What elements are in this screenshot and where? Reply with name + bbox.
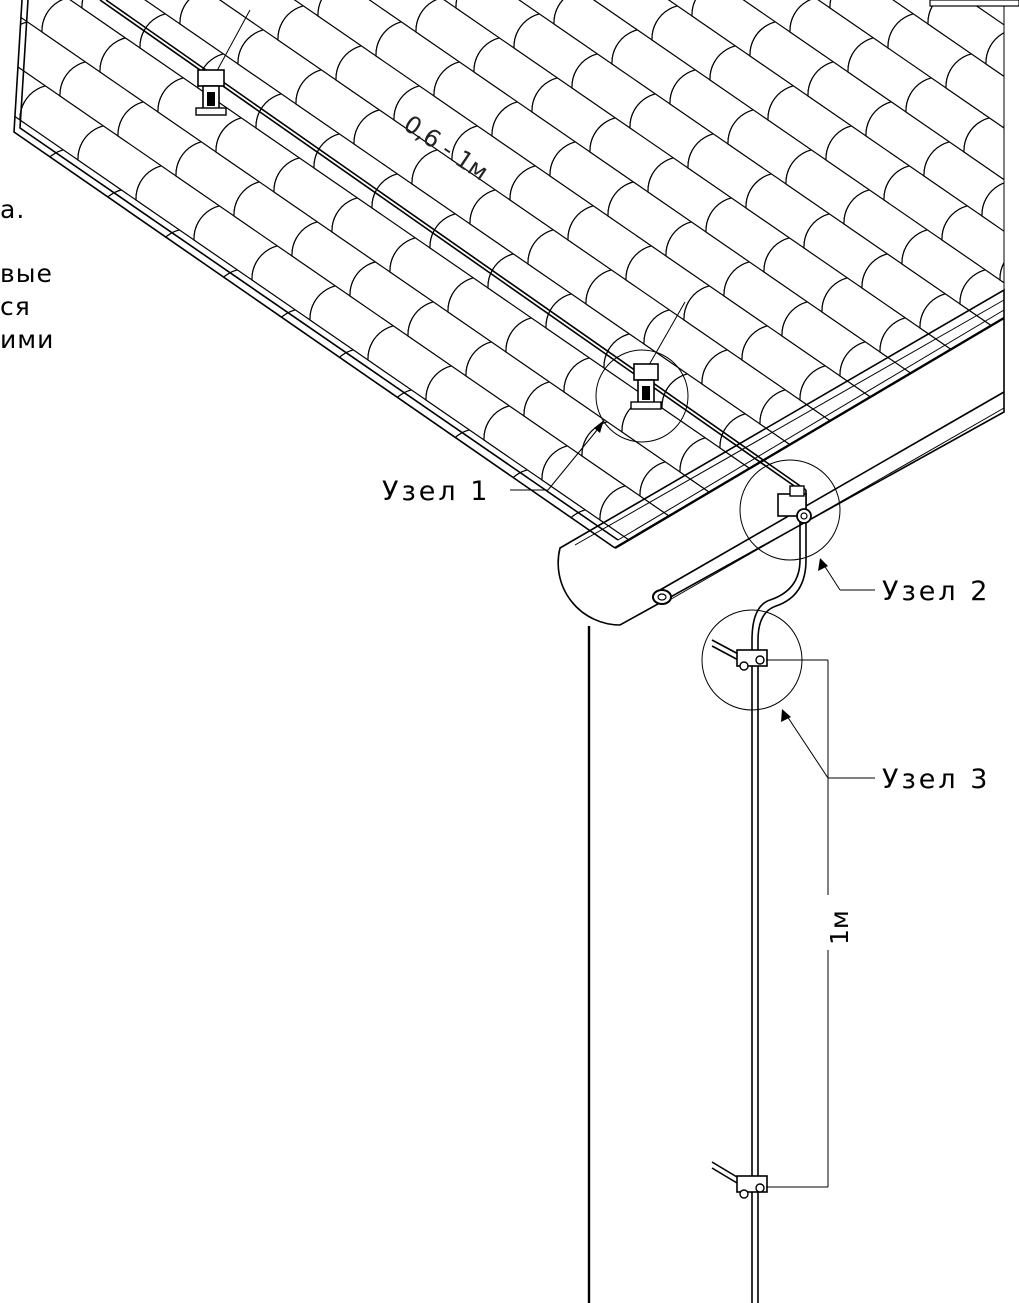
roof-holder-lower [630,301,686,410]
roof-tile [945,52,1004,130]
roof-tile [915,444,1004,522]
roof-tile [109,404,221,482]
roof-tile [14,388,123,466]
roof-tiles [14,0,1019,656]
node2-label: Узел 2 [882,576,990,607]
roof-tile [51,364,163,442]
leader-node2 [818,558,875,591]
leader-node1 [510,420,604,491]
roof-tile [817,428,929,506]
roof-tile [963,116,1004,194]
roof-tile [981,180,1004,258]
roof-tile [244,549,354,624]
roof-tile [955,420,1004,498]
roof-outline [13,0,1019,550]
roof-tile [127,468,239,546]
roof-tile [973,484,1004,548]
roof-tile [716,565,826,640]
roof-tile [185,508,297,548]
wall-clip-upper [711,639,768,671]
roof-tile [421,516,533,548]
roof-tile [323,500,435,548]
roof-tile [14,348,65,426]
roof-tile [835,492,947,548]
side-note-line3: ся [0,292,31,321]
roof-tile [657,524,769,548]
roof-tile [959,268,1004,346]
roof-tile [149,380,261,458]
roof-tile [977,332,1004,410]
roof-holder-upper [195,9,251,116]
roof-tile [91,340,203,418]
wall-clip-lower [711,1161,768,1199]
roof-tile [1014,461,1019,536]
side-note-line1: а. [0,195,25,224]
node1-label: Узел 1 [382,476,490,507]
roof-tile [73,276,185,354]
roof-tile [265,460,377,538]
node3-label: Узел 3 [882,764,990,795]
roof-tile [283,524,395,548]
roof-tile [440,581,550,656]
roof-tile [225,484,337,548]
roof-tile [189,356,301,434]
roof-tile [69,428,181,506]
leader-node3 [781,709,875,779]
detail-circle-node2 [739,459,841,561]
roof-tile [933,508,1004,548]
roof-tile [937,356,1004,434]
roof-tile [857,404,969,482]
gutter-clamp [777,485,812,524]
roof-tile [875,468,987,546]
roof-tile [381,540,493,548]
roof-tile [207,420,319,498]
roof-tile [995,396,1004,474]
roof-tile [985,28,1004,106]
roof-tile [247,396,359,474]
detail-circle-node1 [595,349,689,443]
roof-tile [992,549,1019,624]
roof-tile [1003,92,1004,170]
roof-tile [131,316,243,394]
roof-tile [342,565,452,640]
side-note-line2: вые [0,259,53,288]
roof-tile [480,557,590,632]
dimension-clip-spacing [766,659,829,1188]
roof-tile [755,540,867,548]
clip-spacing-label: 1м [825,910,854,945]
down-conductor [751,490,807,1303]
side-note-line4: ими [0,325,54,354]
roof-tile [941,204,1004,282]
gutter [557,288,1005,626]
roof-tile [167,444,279,522]
